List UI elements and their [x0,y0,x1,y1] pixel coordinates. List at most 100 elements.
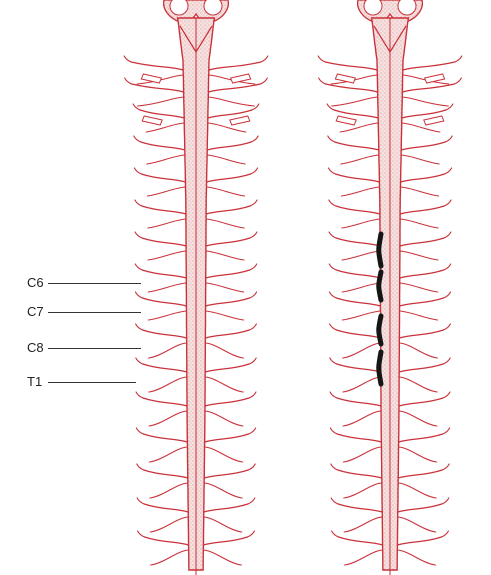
root-left [337,398,381,406]
rootlet-right [207,155,245,164]
root-right [399,330,443,338]
root-tip [329,264,336,270]
root-left [335,174,379,182]
root-left [141,174,185,182]
root-tip [319,78,326,84]
root-tip [331,464,338,470]
root-right [398,470,442,478]
root-tip [330,358,337,364]
rootlet-left [147,187,185,196]
root-tip [329,200,336,206]
root-tip [329,232,336,238]
spinal-cord-left [124,0,268,575]
root-tip [330,428,337,434]
label-t1: T1 [27,375,42,389]
root-right [206,298,250,306]
rootlet-right [399,411,437,426]
rootlet-left [341,155,379,164]
rootlet-right [205,411,243,426]
root-tip [446,104,453,110]
root-right [206,206,250,214]
root-tip [445,136,452,142]
root-tip [250,292,257,298]
root-fork [335,74,355,83]
root-right [205,364,249,372]
root-tip [444,264,451,270]
rootlet-left [151,550,189,565]
root-right [398,504,442,512]
root-left [336,206,380,214]
root-tip [442,498,449,504]
root-fork [141,74,161,83]
lesion-mark-3 [379,316,381,344]
root-tip [444,292,451,298]
rootlet-left [149,411,187,426]
root-fork [231,74,251,83]
rootlet-right [397,550,435,565]
rootlet-right [206,219,244,228]
root-fork [425,74,445,83]
root-tip [329,292,336,298]
root-tip [445,168,452,174]
root-tip [247,531,254,537]
rootlet-left [148,219,186,228]
root-right [399,434,443,442]
right-lobe [204,0,222,15]
lesion-mark-2 [379,272,381,300]
root-tip [134,168,141,174]
root-left [141,142,185,150]
root-fork [230,116,250,125]
label-c6: C6 [27,276,44,290]
root-right [203,537,247,545]
root-tip [249,324,256,330]
rootlet-right [206,283,244,292]
rootlet-right [399,377,437,392]
root-left [325,62,377,70]
root-left [142,270,186,278]
root-right [400,238,444,246]
root-tip [330,392,337,398]
root-tip [136,392,143,398]
rootlet-left [148,283,186,292]
root-left [338,470,382,478]
rootlet-right [400,219,438,228]
root-left [142,298,186,306]
rootlet-left [344,517,382,532]
rootlet-right [399,343,437,358]
rootlet-left [149,377,187,392]
root-tip [137,498,144,504]
root-tip [443,358,450,364]
rootlet-right [205,377,243,392]
root-right [403,62,455,70]
root-tip [442,464,449,470]
rootlet-left [345,550,383,565]
root-right [401,142,445,150]
rootlet-left [340,123,378,132]
root-right [400,298,444,306]
rootlet-right [208,97,254,106]
rootlet-left [344,483,382,498]
leader-line-c6 [48,283,141,284]
root-right [207,142,251,150]
label-c8: C8 [27,341,44,355]
rootlet-left [342,283,380,292]
leader-line-t1 [48,382,136,383]
rootlet-right [398,517,436,532]
root-tip [249,428,256,434]
root-left [145,537,189,545]
rootlet-left [147,155,185,164]
root-tip [249,392,256,398]
root-tip [443,392,450,398]
rootlet-left [148,311,186,320]
rootlet-right [207,187,245,196]
root-tip [444,200,451,206]
root-left [143,364,187,372]
rootlet-right [401,155,439,164]
root-tip [250,232,257,238]
root-left [337,364,381,372]
root-tip [328,168,335,174]
root-tip [135,264,142,270]
rootlet-left [342,251,380,260]
root-tip [332,531,339,537]
